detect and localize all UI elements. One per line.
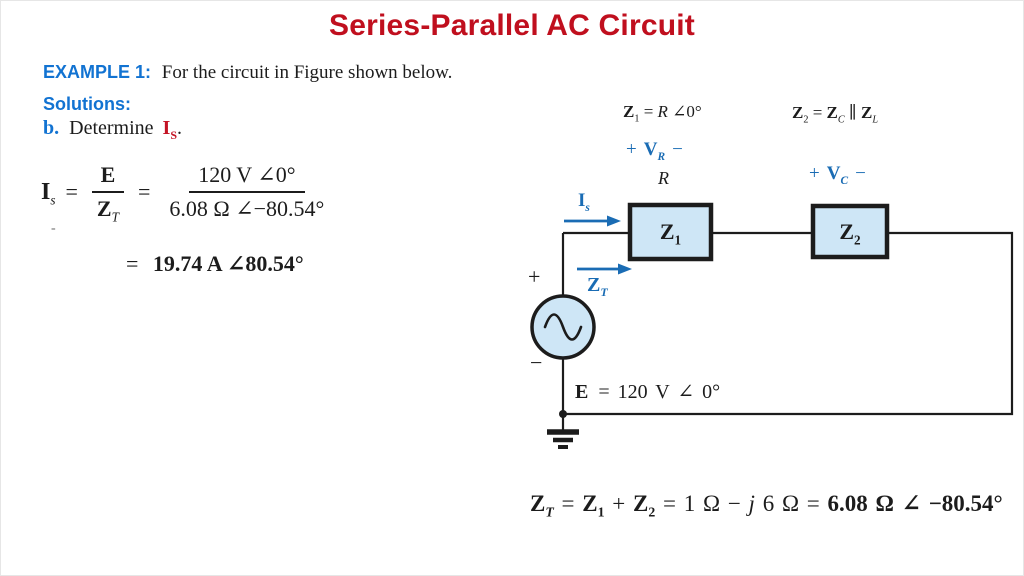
item-b-text: Determine	[69, 117, 154, 139]
source-minus-sign: −	[530, 350, 543, 375]
page-title: Series-Parallel AC Circuit	[329, 9, 695, 42]
is-current-label: Is	[578, 190, 590, 214]
z1-definition: Z1 = R ∠0°	[623, 102, 702, 125]
vr-polarity-label: +VR−	[626, 139, 683, 163]
circuit-wires	[561, 231, 1014, 430]
source-voltage-label: E= 120 V ∠ 0°	[575, 381, 721, 403]
example-line: EXAMPLE 1: For the circuit in Figure sho…	[43, 62, 452, 84]
example-label: EXAMPLE 1:	[43, 62, 152, 82]
resistor-label: R	[658, 168, 669, 188]
z1-box-label: Z1	[659, 219, 682, 248]
ground-icon	[547, 429, 579, 449]
item-b-label: b.	[43, 117, 60, 139]
item-b-variable: IS	[162, 117, 178, 142]
is-result-value: 19.74 A ∠80.54°	[152, 251, 304, 276]
zt-label: ZT	[587, 274, 608, 299]
solutions-heading: Solutions:	[43, 94, 131, 114]
zt-equation: ZT = Z1 + Z2 = 1 Ω − j 6 Ω = 6.08 Ω ∠ −8…	[530, 491, 1003, 520]
source-plus-sign: +	[528, 264, 541, 289]
equals-sign: =	[137, 179, 151, 204]
is-current-arrow-icon	[564, 215, 621, 227]
equals-sign: =	[65, 179, 78, 204]
item-b-line: b. Determine IS.	[43, 117, 183, 142]
is-equation-lhs: Is	[41, 178, 56, 207]
vr-variable: VR	[643, 139, 666, 163]
vc-polarity-label: +VC−	[809, 163, 866, 187]
junction-dot	[559, 410, 567, 418]
zt-direction-arrow-icon	[577, 263, 632, 275]
fraction-values: 120 V ∠0° 6.08 Ω ∠−80.54°	[169, 162, 325, 221]
equals-sign: =	[126, 251, 139, 276]
fraction-e-over-zt: E ZT	[88, 162, 128, 223]
ac-source-sine-icon	[543, 313, 583, 341]
example-text: For the circuit in Figure shown below.	[161, 62, 453, 83]
wire-z2-to-bottom	[563, 231, 1014, 416]
is-result-line: = 19.74 A ∠80.54°	[126, 251, 304, 277]
stray-mark: -	[51, 221, 56, 236]
z2-box-label: Z2	[839, 218, 861, 247]
z1-impedance-box	[627, 202, 714, 262]
z2-impedance-box	[810, 203, 890, 260]
z2-definition: Z2 = ZC ∥ ZL	[792, 103, 879, 126]
is-equation: Is = E ZT = 120 V ∠0° 6.08 Ω ∠−80.54°	[41, 162, 333, 223]
vc-variable: VC	[826, 163, 849, 187]
item-b-period: .	[177, 117, 183, 139]
